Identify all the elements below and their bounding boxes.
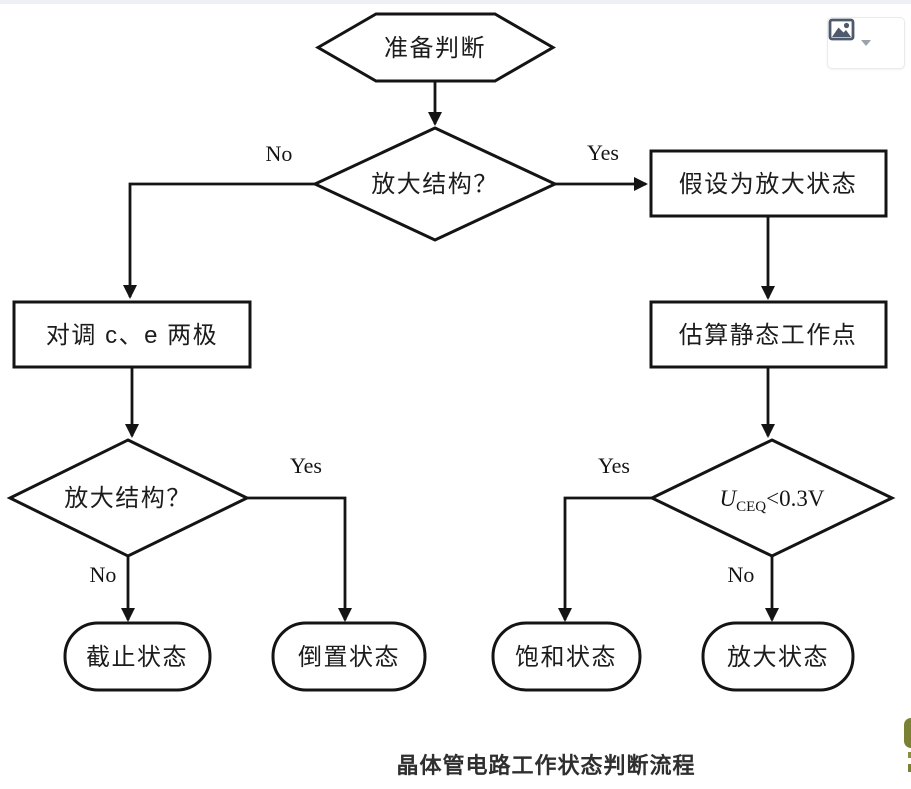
image-dropdown-button[interactable]	[827, 17, 905, 69]
saturation-terminal	[491, 621, 642, 692]
decision-structure-top-label: 放大结构？	[371, 171, 499, 198]
branch-no-top: No	[266, 141, 293, 166]
decision-uceq-diamond	[648, 438, 896, 558]
inverted-terminal	[271, 621, 427, 692]
estimate-q-point-label: 估算静态工作点	[679, 322, 858, 349]
assume-amplify-box	[649, 149, 888, 218]
cutoff-label: 截止状态	[86, 644, 188, 671]
saturation-label: 饱和状态	[515, 644, 617, 671]
decision-structure-left-diamond	[6, 438, 251, 558]
uceq-condition: <0.3V	[766, 486, 825, 511]
top-edge-strip	[0, 0, 911, 4]
estimate-q-point-box	[649, 300, 888, 369]
edge-yes-to-saturation	[558, 496, 652, 622]
branch-no-left: No	[90, 562, 117, 587]
branch-yes-right: Yes	[598, 453, 630, 478]
inverted-label: 倒置状态	[298, 644, 400, 671]
decision-structure-left-label: 放大结构？	[64, 485, 192, 512]
start-label: 准备判断	[384, 35, 486, 62]
swap-ce-box	[12, 300, 252, 369]
clipped-edge-icon	[908, 764, 911, 772]
branch-yes-left: Yes	[290, 453, 322, 478]
amplification-terminal	[701, 621, 855, 692]
uceq-var: U	[720, 486, 738, 511]
decision-structure-top-diamond	[311, 126, 559, 242]
edge-yes-to-inverted	[247, 496, 352, 622]
cutoff-terminal	[63, 621, 212, 692]
diagram-caption: 晶体管电路工作状态判断流程	[396, 753, 695, 778]
amplification-label: 放大状态	[727, 644, 829, 671]
assume-amplify-label: 假设为放大状态	[679, 171, 858, 198]
swap-ce-label: 对调 c、e 两极	[46, 322, 218, 349]
decision-uceq-label: UCEQ<0.3V	[720, 486, 825, 515]
branch-yes-top: Yes	[587, 140, 619, 165]
branch-no-right: No	[728, 562, 755, 587]
uceq-subscript: CEQ	[736, 499, 766, 515]
edge-no-to-swap	[123, 182, 315, 299]
start-hexagon	[315, 12, 556, 83]
image-icon	[828, 18, 855, 41]
clipped-edge-icon	[908, 752, 911, 758]
clipped-edge-icon	[904, 718, 911, 748]
dropdown-caret-icon[interactable]	[861, 40, 871, 46]
